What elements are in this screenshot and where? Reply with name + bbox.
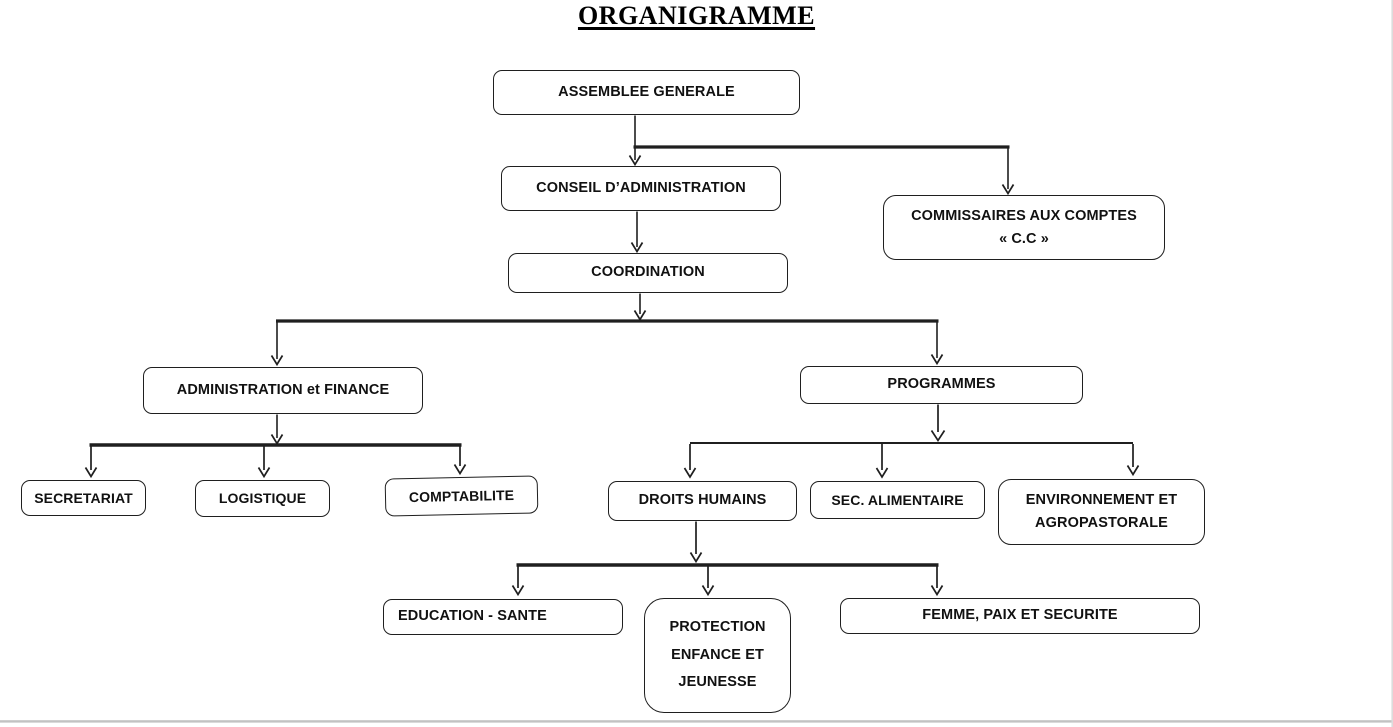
node-label: ADMINISTRATION et FINANCE [176,381,390,398]
node-label: EDUCATION - SANTE [398,608,547,625]
node-label: SEC. ALIMENTAIRE [831,491,964,508]
node-label: COMPTABILITE [408,486,515,505]
node-label: ENVIRONNEMENT ET [1025,491,1178,508]
node-sec-alimentaire: SEC. ALIMENTAIRE [810,481,985,519]
node-comptabilite: COMPTABILITE [384,475,539,517]
node-label: FEMME, PAIX ET SECURITE [922,607,1118,624]
page-title: ORGANIGRAMME [0,1,1393,31]
node-label: AGROPASTORALE [1035,515,1168,531]
page-right-edge [1391,0,1393,727]
node-assemblee-generale: ASSEMBLEE GENERALE [493,70,800,115]
node-label: LOGISTIQUE [218,490,307,507]
node-label: ENFANCE ET [671,646,764,663]
node-label: SECRETARIAT [34,489,133,506]
node-education-sante: EDUCATION - SANTE [383,599,623,635]
node-commissaires-aux-comptes: COMMISSAIRES AUX COMPTES « C.C » [883,195,1165,260]
node-coordination: COORDINATION [508,253,788,293]
node-label: PROGRAMMES [887,376,996,393]
node-secretariat: SECRETARIAT [21,480,146,516]
node-administration-finance: ADMINISTRATION et FINANCE [143,367,423,414]
node-label: DROITS HUMAINS [638,492,767,509]
node-femme-paix-securite: FEMME, PAIX ET SECURITE [840,598,1200,634]
node-protection-enfance-jeunesse: PROTECTION ENFANCE ET JEUNESSE [644,598,791,713]
page-bottom-edge [0,720,1393,723]
node-label: ASSEMBLEE GENERALE [558,83,735,100]
node-label: COORDINATION [591,264,705,281]
node-label: JEUNESSE [678,674,757,691]
node-conseil-administration: CONSEIL D’ADMINISTRATION [501,166,781,211]
node-label: COMMISSAIRES AUX COMPTES [911,208,1137,225]
node-droits-humains: DROITS HUMAINS [608,481,797,521]
node-label: « C.C » [999,230,1049,247]
node-label: CONSEIL D’ADMINISTRATION [536,179,746,196]
node-logistique: LOGISTIQUE [195,480,330,517]
node-environnement-agropastorale: ENVIRONNEMENT ET AGROPASTORALE [998,479,1205,545]
node-label: PROTECTION [669,619,766,636]
node-programmes: PROGRAMMES [800,366,1083,404]
page-title-text: ORGANIGRAMME [577,1,816,30]
